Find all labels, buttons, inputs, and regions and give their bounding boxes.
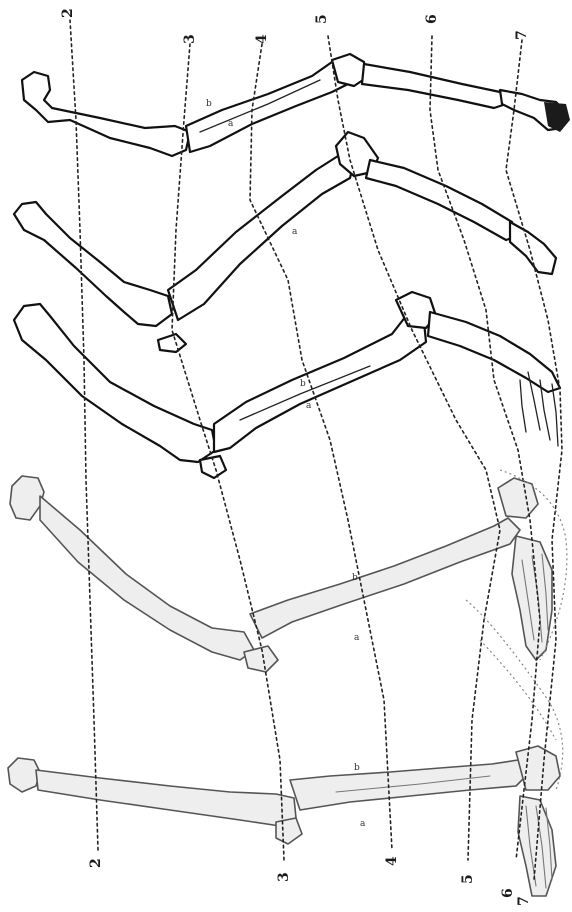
- label-4-bottom: 4: [384, 856, 400, 866]
- label-2-top: 2: [60, 8, 76, 18]
- limb-4-humerus: [10, 476, 44, 520]
- limb-2-ruminant-like: [14, 132, 556, 352]
- label-5-top: 5: [314, 14, 330, 24]
- limb-1-horse-like: [22, 54, 570, 156]
- label-5-bottom: 5: [460, 874, 476, 884]
- limb-3-carnivore-like: [14, 292, 560, 478]
- label-2-bottom: 2: [88, 858, 104, 868]
- homology-guide-lines: [70, 20, 567, 880]
- guide-line-2: [70, 20, 98, 850]
- limb-4-primate-like: [10, 476, 552, 672]
- letter-b-limb5: b: [354, 763, 360, 773]
- guide-line-6: [430, 36, 540, 860]
- label-4-top: 4: [254, 34, 270, 44]
- letter-b-limb4: b: [352, 573, 358, 583]
- limb-5-olecranon: [276, 818, 302, 844]
- letter-a-limb4: a: [354, 633, 360, 643]
- limb-5-humerus-shaft: [36, 770, 296, 826]
- letter-a-limb1: a: [228, 119, 234, 129]
- limb-4-carpus: [498, 478, 538, 518]
- limb-1-carpus: [332, 54, 366, 86]
- limb-4-radius-ulna: [250, 518, 520, 638]
- label-6-bottom: 6: [500, 888, 516, 898]
- label-7-bottom: 7: [516, 896, 532, 906]
- label-3-bottom: 3: [276, 872, 292, 882]
- limb-5-humerus-head: [8, 758, 40, 792]
- limb-4-humerus-shaft: [40, 496, 254, 660]
- label-3-top: 3: [182, 34, 198, 44]
- letter-a-limb3: a: [306, 401, 312, 411]
- limb-3-radius-ulna: [214, 316, 426, 452]
- limb-2-metacarpal: [366, 160, 518, 240]
- letter-b-limb3: b: [300, 379, 306, 389]
- letter-a-limb5: a: [360, 819, 366, 829]
- letter-b-limb1: b: [206, 99, 212, 109]
- label-6-top: 6: [424, 14, 440, 24]
- limb-1-humerus: [22, 72, 190, 156]
- guide-arc-hand-6: [480, 640, 556, 740]
- limb-1-metacarpal: [362, 64, 506, 108]
- limb-3-humerus: [14, 304, 216, 462]
- label-7-top: 7: [514, 30, 530, 40]
- limb-2-radius: [168, 156, 354, 320]
- limb-2-patella-like-sesamoid: [158, 334, 186, 352]
- letter-a-limb2: a: [292, 227, 298, 237]
- limb-2-phalanges: [510, 222, 556, 274]
- limb-5-carpus: [516, 746, 560, 790]
